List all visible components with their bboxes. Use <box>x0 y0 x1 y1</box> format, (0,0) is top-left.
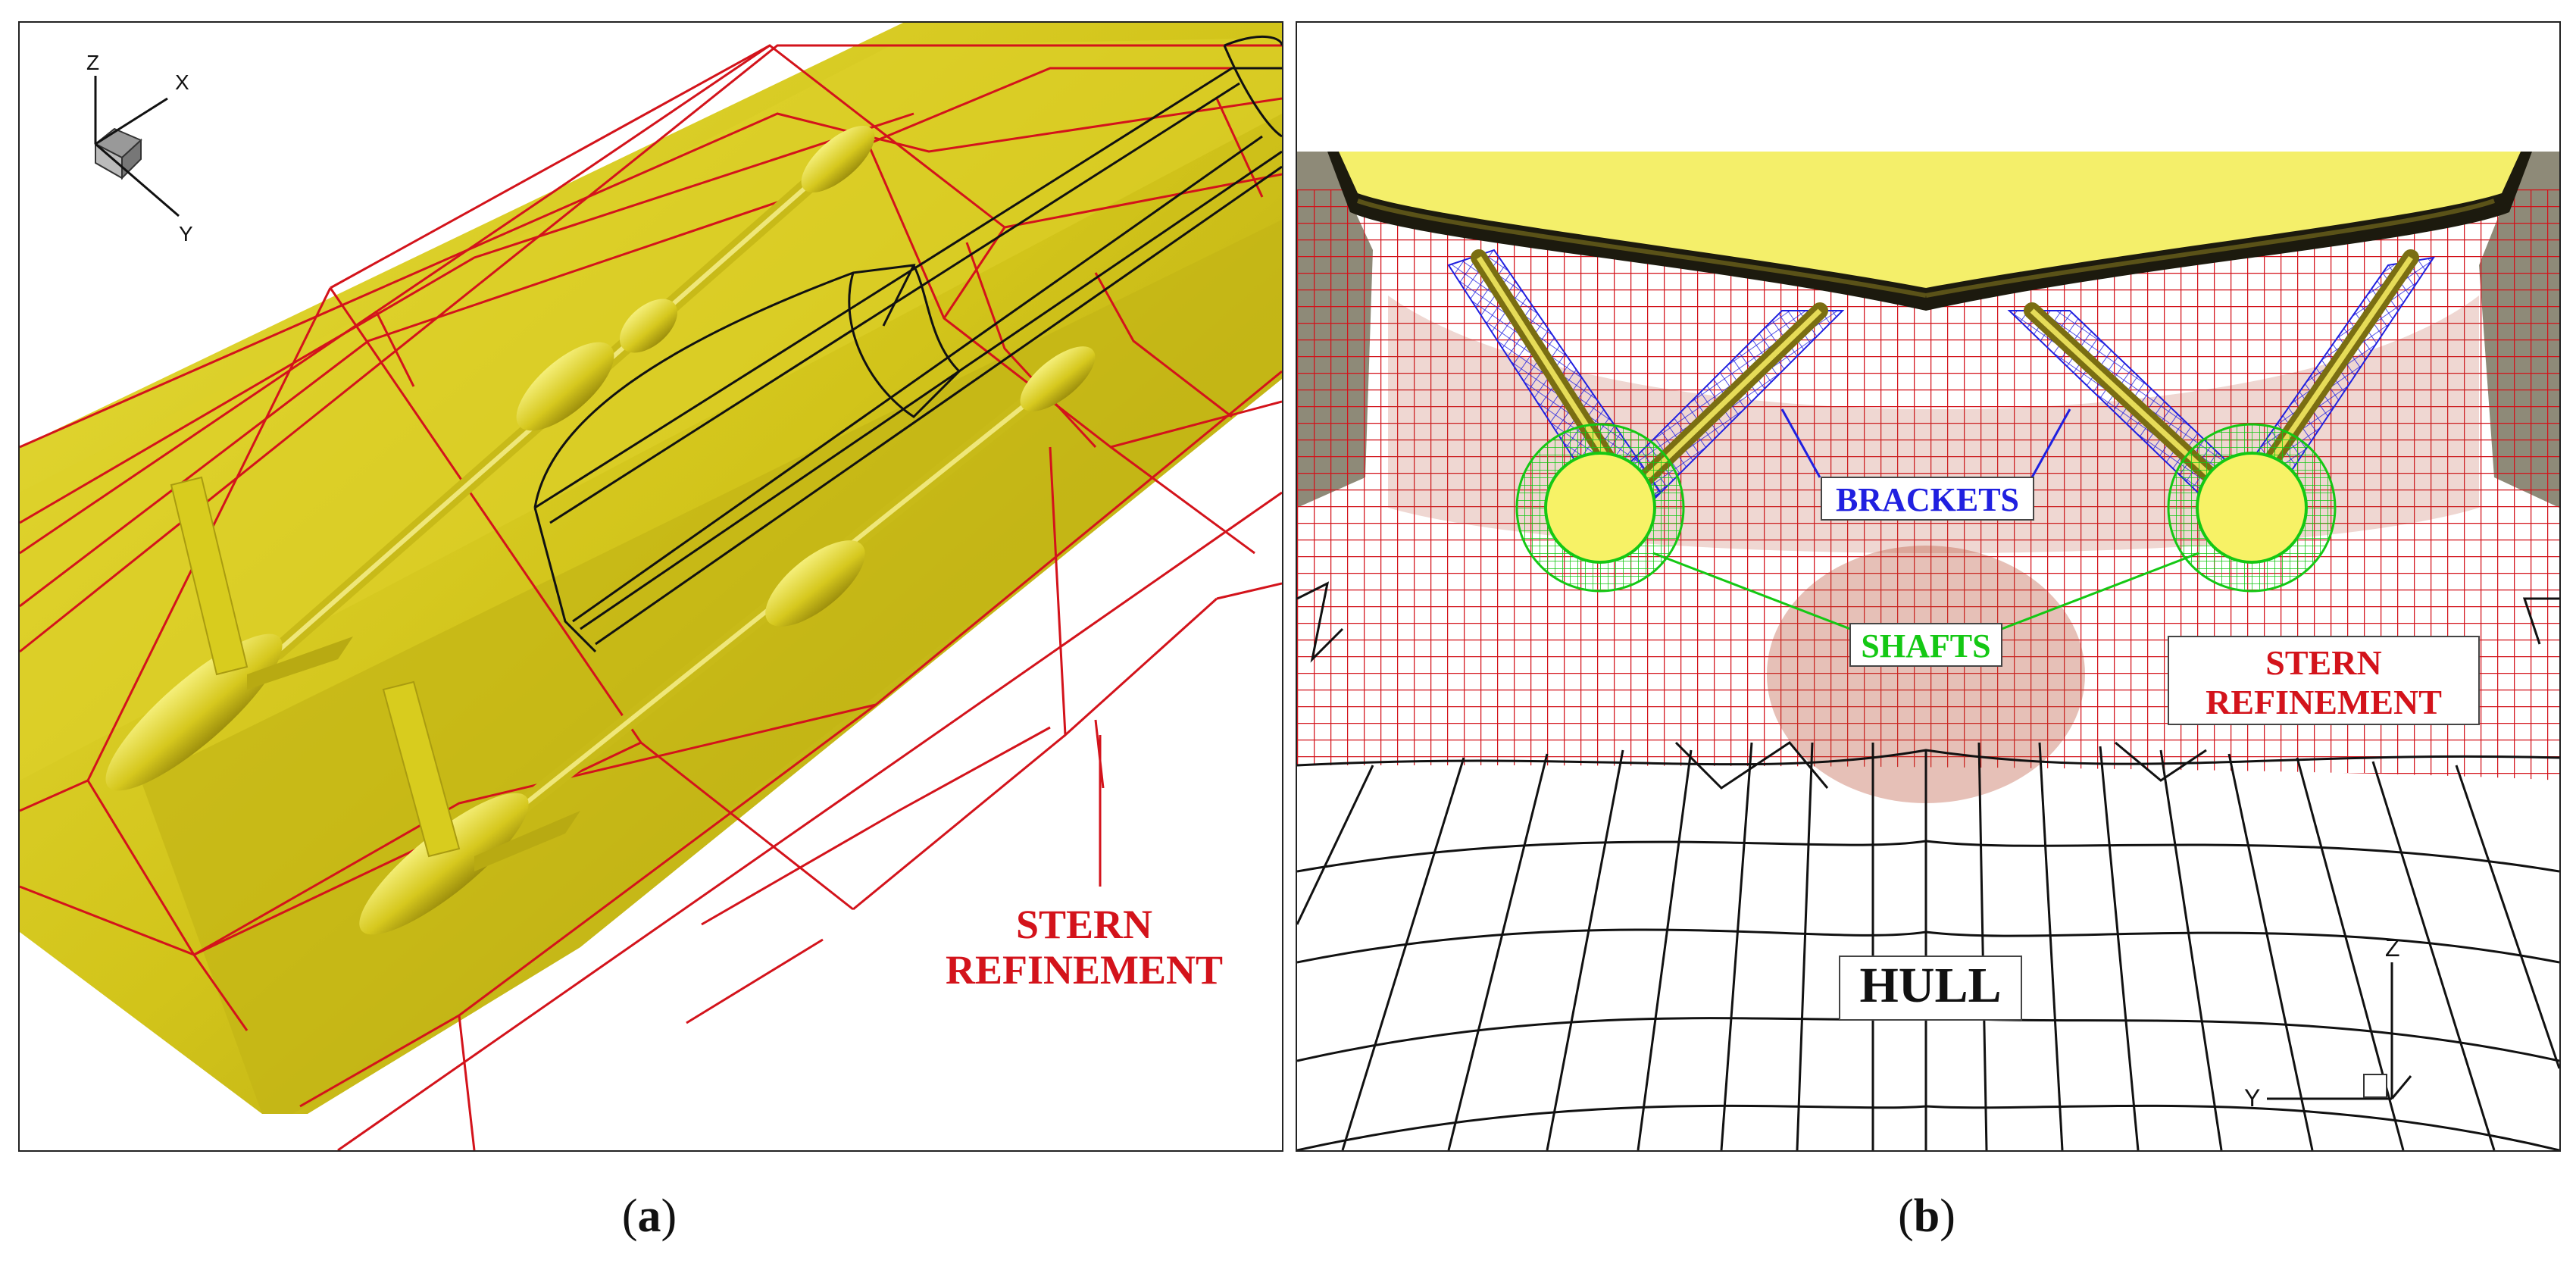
panel-b: BRACKETS SHAFTS STERN REFINEMENT HULL Z … <box>1296 21 2561 1152</box>
axis-label-z: Z <box>86 51 99 74</box>
stern-label-line2: REFINEMENT <box>946 947 1223 993</box>
axis-b-label-y: Y <box>2244 1084 2260 1112</box>
hull-section <box>1327 152 2532 311</box>
stern-refinement-box <box>20 44 1282 1150</box>
axis-triad-a: Z X Y <box>86 51 193 246</box>
leader-lines <box>1652 408 2199 630</box>
caption-a-letter: a <box>637 1190 661 1242</box>
axis-label-x: X <box>175 70 189 94</box>
caption-a: (a) <box>621 1190 677 1242</box>
axis-b-label-z: Z <box>2385 934 2400 962</box>
label-hull: HULL <box>1839 956 2022 1021</box>
stern-refinement-label-a: STERN REFINEMENT <box>946 902 1223 993</box>
caption-b-letter: b <box>1913 1190 1940 1242</box>
stern-label-line1: STERN <box>1016 902 1152 947</box>
stern-b-line1: STERN <box>2265 643 2381 682</box>
shaft-upper <box>105 126 875 791</box>
label-brackets: BRACKETS <box>1821 477 2034 521</box>
axis-triad-b: Z Y <box>2244 934 2412 1112</box>
appendage-outline <box>533 35 1282 653</box>
shaft-lower <box>359 346 1096 935</box>
panel-a-drawing: Z X Y STERN REFINEMENT <box>20 23 1282 1150</box>
label-shafts: SHAFTS <box>1849 623 2002 667</box>
hull-grid <box>1297 581 2559 1150</box>
hull-label: HULL <box>1859 958 2001 1013</box>
panel-a: Z X Y STERN REFINEMENT <box>18 21 1283 1152</box>
shafts <box>1515 423 2337 593</box>
panel-b-drawing: BRACKETS SHAFTS STERN REFINEMENT HULL Z … <box>1297 152 2559 1150</box>
stern-b-line2: REFINEMENT <box>2206 683 2442 721</box>
caption-b: (b) <box>1898 1190 1955 1242</box>
axis-label-y: Y <box>179 222 193 246</box>
brackets-label: BRACKETS <box>1836 481 2019 518</box>
shafts-label: SHAFTS <box>1861 627 1990 665</box>
label-stern-refinement-b: STERN REFINEMENT <box>2168 636 2480 725</box>
